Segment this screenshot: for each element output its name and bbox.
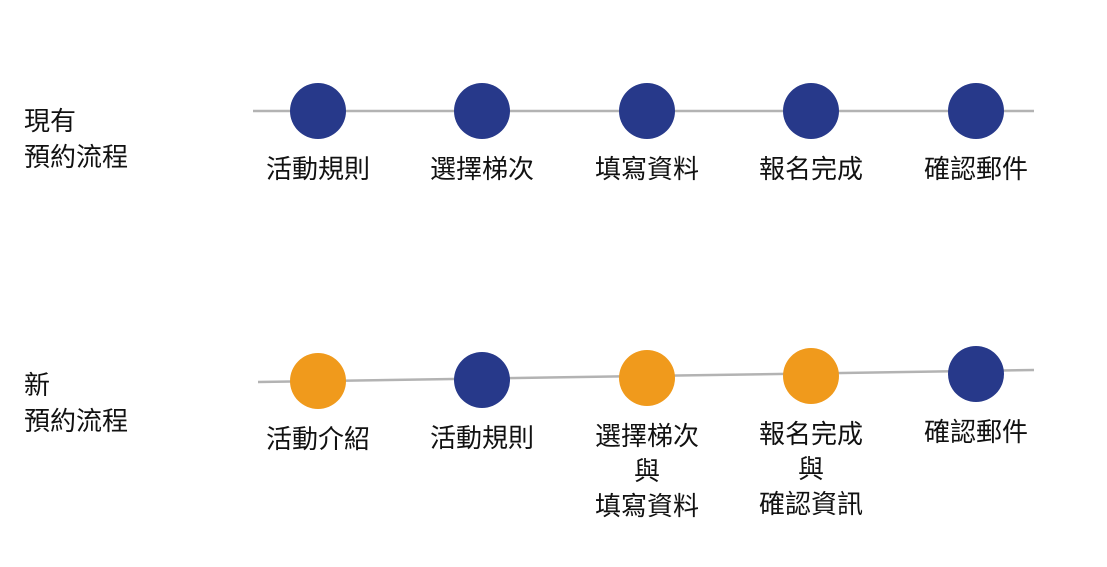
step-dot (454, 83, 510, 139)
step-label: 活動規則 (265, 155, 370, 185)
new-step-5: 確認郵件 (896, 346, 1056, 451)
step-dot (290, 83, 346, 139)
step-label: 活動介紹 (265, 425, 370, 455)
step-dot (948, 346, 1004, 402)
step-dot (783, 83, 839, 139)
new-step-1: 活動介紹 (238, 353, 398, 458)
step-label: 選擇梯次 (429, 155, 534, 185)
step-dot (783, 348, 839, 404)
current-step-3: 填寫資料 (567, 83, 727, 188)
step-label: 報名完成 與 確認資訊 (758, 420, 863, 520)
new-step-3: 選擇梯次 與 填寫資料 (567, 350, 727, 525)
step-dot (454, 352, 510, 408)
step-dot (619, 350, 675, 406)
step-dot (948, 83, 1004, 139)
step-label: 活動規則 (429, 424, 534, 454)
step-dot (290, 353, 346, 409)
step-label: 選擇梯次 與 填寫資料 (594, 422, 699, 522)
step-dot (619, 83, 675, 139)
current-step-2: 選擇梯次 (402, 83, 562, 188)
new-flow-label: 新 預約流程 (24, 371, 129, 437)
step-label: 確認郵件 (923, 155, 1028, 185)
step-label: 填寫資料 (594, 155, 699, 185)
current-step-1: 活動規則 (238, 83, 398, 188)
new-step-2: 活動規則 (402, 352, 562, 457)
current-step-4: 報名完成 (731, 83, 891, 188)
step-label: 確認郵件 (923, 418, 1028, 448)
new-step-4: 報名完成 與 確認資訊 (731, 348, 891, 523)
current-flow-label: 現有 預約流程 (24, 107, 129, 173)
current-step-5: 確認郵件 (896, 83, 1056, 188)
step-label: 報名完成 (758, 155, 863, 185)
